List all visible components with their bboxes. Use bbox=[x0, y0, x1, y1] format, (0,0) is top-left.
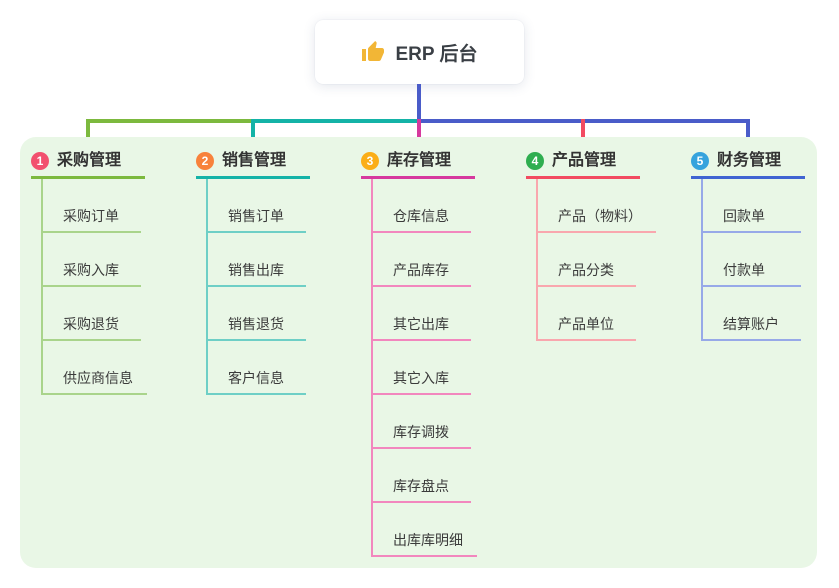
connector-drop-purchase bbox=[86, 119, 90, 150]
subtopic[interactable]: 其它入库 bbox=[373, 341, 471, 395]
branch-topic-sales[interactable]: 2 销售管理 bbox=[196, 150, 310, 179]
branch-topic-product[interactable]: 4 产品管理 bbox=[526, 150, 640, 179]
subtopic[interactable]: 销售订单 bbox=[208, 179, 306, 233]
branch-inventory: 3 库存管理 仓库信息 产品库存 其它出库 其它入库 库存调拨 库存盘点 出库库… bbox=[361, 150, 477, 557]
connector-drop-finance bbox=[746, 119, 750, 150]
connector-drop-inventory bbox=[417, 119, 421, 150]
branch-label: 财务管理 bbox=[717, 152, 782, 169]
subtopic[interactable]: 采购退货 bbox=[43, 287, 141, 341]
subtopic[interactable]: 出库库明细 bbox=[373, 503, 477, 557]
branch-topic-inventory[interactable]: 3 库存管理 bbox=[361, 150, 475, 179]
branch-label: 产品管理 bbox=[552, 152, 617, 169]
priority-badge-4: 4 bbox=[526, 151, 544, 170]
subtopic[interactable]: 付款单 bbox=[703, 233, 801, 287]
subtopic[interactable]: 产品库存 bbox=[373, 233, 471, 287]
branch-purchase: 1 采购管理 采购订单 采购入库 采购退货 供应商信息 bbox=[31, 150, 147, 395]
priority-badge-1: 1 bbox=[31, 151, 49, 170]
subtopic[interactable]: 销售退货 bbox=[208, 287, 306, 341]
subtopic[interactable]: 结算账户 bbox=[703, 287, 801, 341]
thumbs-up-icon bbox=[362, 41, 385, 61]
subtopic[interactable]: 回款单 bbox=[703, 179, 801, 233]
branch-topic-finance[interactable]: 5 财务管理 bbox=[691, 150, 805, 179]
branch-label: 销售管理 bbox=[222, 152, 287, 169]
subtopic[interactable]: 产品（物料） bbox=[538, 179, 656, 233]
connector-root-drop bbox=[417, 84, 421, 120]
branch-topic-purchase[interactable]: 1 采购管理 bbox=[31, 150, 145, 179]
subtopic[interactable]: 库存盘点 bbox=[373, 449, 471, 503]
subtopic[interactable]: 销售出库 bbox=[208, 233, 306, 287]
branch-sales: 2 销售管理 销售订单 销售出库 销售退货 客户信息 bbox=[196, 150, 310, 395]
subtopic[interactable]: 库存调拨 bbox=[373, 395, 471, 449]
connector-bus-teal bbox=[253, 119, 419, 123]
subtopic[interactable]: 采购订单 bbox=[43, 179, 141, 233]
subtopic[interactable]: 客户信息 bbox=[208, 341, 306, 395]
subtopic[interactable]: 产品单位 bbox=[538, 287, 636, 341]
branch-children: 回款单 付款单 结算账户 bbox=[701, 179, 805, 341]
branch-product: 4 产品管理 产品（物料） 产品分类 产品单位 bbox=[526, 150, 656, 341]
subtopic[interactable]: 其它出库 bbox=[373, 287, 471, 341]
root-topic[interactable]: ERP 后台 bbox=[315, 20, 524, 84]
group-panel bbox=[20, 137, 817, 568]
branch-label: 采购管理 bbox=[57, 152, 122, 169]
subtopic[interactable]: 采购入库 bbox=[43, 233, 141, 287]
branch-children: 产品（物料） 产品分类 产品单位 bbox=[536, 179, 656, 341]
connector-drop-product bbox=[581, 119, 585, 150]
subtopic[interactable]: 供应商信息 bbox=[43, 341, 147, 395]
connector-drop-sales bbox=[251, 119, 255, 150]
priority-badge-3: 3 bbox=[361, 151, 379, 170]
subtopic[interactable]: 产品分类 bbox=[538, 233, 636, 287]
branch-children: 仓库信息 产品库存 其它出库 其它入库 库存调拨 库存盘点 出库库明细 bbox=[371, 179, 477, 557]
branch-children: 销售订单 销售出库 销售退货 客户信息 bbox=[206, 179, 310, 395]
priority-badge-2: 2 bbox=[196, 151, 214, 170]
branch-children: 采购订单 采购入库 采购退货 供应商信息 bbox=[41, 179, 147, 395]
priority-badge-5: 5 bbox=[691, 151, 709, 170]
branch-label: 库存管理 bbox=[387, 152, 452, 169]
connector-bus-green bbox=[86, 119, 253, 123]
subtopic[interactable]: 仓库信息 bbox=[373, 179, 471, 233]
branch-finance: 5 财务管理 回款单 付款单 结算账户 bbox=[691, 150, 805, 341]
root-topic-label: ERP 后台 bbox=[395, 43, 478, 65]
